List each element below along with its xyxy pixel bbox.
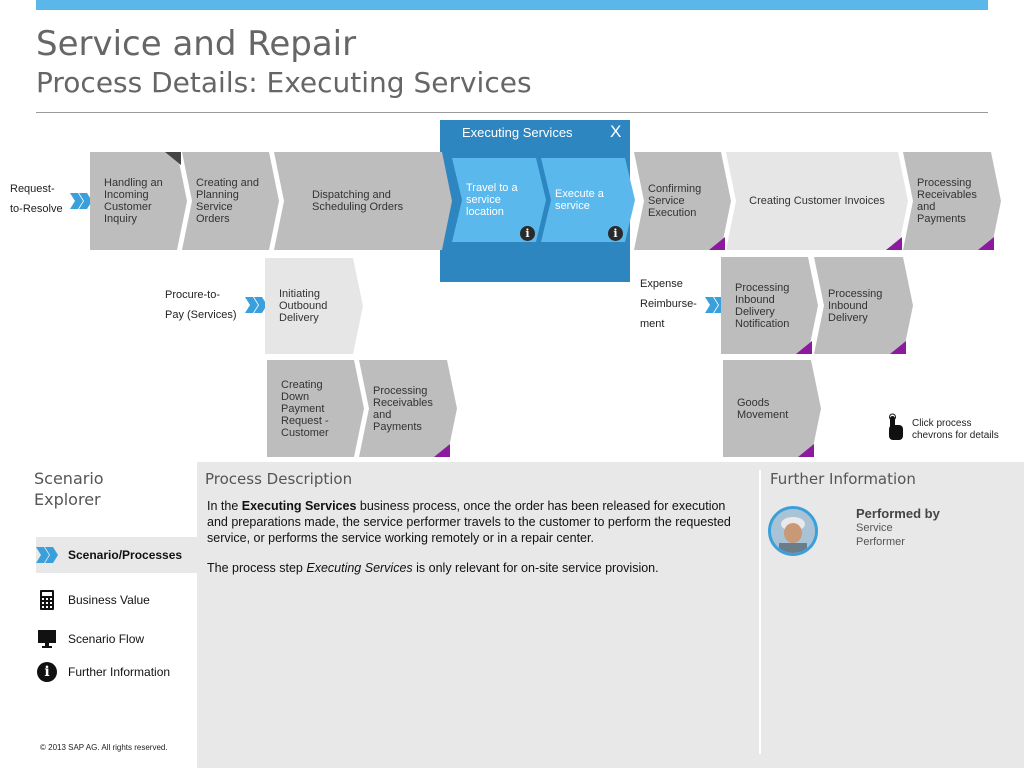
purple-marker	[709, 237, 725, 250]
chevron-label: Initiating Outbound Delivery	[279, 288, 328, 324]
purple-marker	[798, 444, 814, 457]
text-run: business process, once the order has bee…	[207, 499, 731, 545]
chevron-label: Creating Customer Invoices	[749, 195, 885, 207]
title-divider	[36, 112, 988, 113]
chevron-label: Goods Movement	[737, 396, 789, 421]
panel-divider	[759, 470, 761, 754]
corner-marker	[165, 152, 181, 165]
chevron-double-icon	[36, 544, 58, 566]
double-chevron-icon	[245, 297, 267, 313]
chevron-label: Confirming Service Execution	[648, 183, 702, 219]
purple-marker	[434, 444, 450, 457]
process-description-text: In the Executing Services business proce…	[207, 498, 737, 590]
click-hint-text: Click process chevrons for details	[912, 418, 999, 441]
text-run: The process step	[207, 561, 307, 575]
purple-marker	[890, 341, 906, 354]
purple-marker	[796, 341, 812, 354]
nav-label: Scenario Flow	[68, 632, 145, 646]
page-title: Service and Repair	[36, 24, 357, 64]
chevron-label: Processing Receivables and Payments	[917, 177, 977, 225]
expense-reimbursement-label: Expense Reimburse- ment	[640, 278, 697, 330]
monitor-icon	[36, 628, 58, 650]
service-performer-avatar	[768, 506, 818, 556]
chevron-creating-down-payment-request[interactable]: Creating Down Payment Request - Customer	[267, 360, 364, 457]
description-paragraph: In the Executing Services business proce…	[207, 498, 737, 546]
chevron-handling-inquiry[interactable]: Handling an Incoming Customer Inquiry	[90, 152, 187, 250]
nav-scenario-processes[interactable]: Scenario/Processes	[36, 537, 198, 573]
copyright-text: © 2013 SAP AG. All rights reserved.	[40, 743, 168, 752]
chevron-processing-inbound-delivery[interactable]: Processing Inbound Delivery	[814, 257, 913, 354]
purple-marker	[978, 237, 994, 250]
calculator-icon	[36, 589, 58, 611]
chevron-processing-receivables[interactable]: Processing Receivables and Payments	[903, 152, 1001, 250]
performed-by-value: Service Performer	[856, 522, 905, 548]
hand-pointer-icon	[889, 413, 903, 440]
chevron-label: Handling an Incoming Customer Inquiry	[104, 177, 163, 225]
procure-to-pay-label: Procure-to- Pay (Services)	[165, 289, 237, 321]
chevron-label: Processing Inbound Delivery	[828, 287, 883, 324]
description-paragraph: The process step Executing Services is o…	[207, 560, 737, 576]
info-icon: i	[36, 661, 58, 683]
request-to-resolve-label: Request- to-Resolve	[10, 183, 63, 215]
chevron-label: Travel to a service location	[466, 182, 518, 218]
chevron-label: Processing Receivables and Payments	[373, 384, 433, 433]
nav-scenario-flow[interactable]: Scenario Flow	[36, 621, 198, 657]
performed-by-label: Performed by	[856, 506, 940, 521]
nav-label: Business Value	[68, 593, 150, 607]
purple-marker	[886, 237, 902, 250]
info-icon[interactable]: i	[608, 226, 623, 241]
chevron-dispatching-scheduling[interactable]: Dispatching and Scheduling Orders	[274, 152, 452, 250]
chevron-inbound-delivery-notification[interactable]: Processing Inbound Delivery Notification	[721, 257, 818, 354]
chevron-initiating-outbound-delivery[interactable]: Initiating Outbound Delivery	[265, 258, 363, 354]
nav-further-information[interactable]: i Further Information	[36, 654, 198, 690]
chevron-label: Processing Inbound Delivery Notification	[735, 281, 790, 330]
scenario-explorer-title: Scenario Explorer	[34, 469, 104, 509]
nav-business-value[interactable]: Business Value	[36, 582, 198, 618]
chevron-label: Creating Down Payment Request - Customer	[281, 378, 329, 439]
text-run: is only relevant for on-site service pro…	[412, 561, 659, 575]
text-run-italic: Executing Services	[306, 561, 413, 575]
chevron-label: Execute a service	[555, 188, 604, 212]
top-accent-bar	[36, 0, 988, 10]
executing-services-title: Executing Services	[462, 125, 573, 140]
chevron-goods-movement[interactable]: Goods Movement	[723, 360, 821, 457]
chevron-confirming-service-execution[interactable]: Confirming Service Execution	[634, 152, 731, 250]
nav-label: Further Information	[68, 665, 171, 679]
nav-label: Scenario/Processes	[68, 548, 183, 562]
page-subtitle: Process Details: Executing Services	[36, 66, 532, 99]
text-run-bold: Executing Services	[241, 499, 357, 513]
process-description-title: Process Description	[205, 470, 353, 488]
text-run: In the	[207, 499, 242, 513]
close-panel-button[interactable]: X	[610, 122, 622, 141]
further-information-title: Further Information	[770, 470, 916, 488]
description-panel	[197, 462, 1024, 768]
chevron-processing-receivables-payments[interactable]: Processing Receivables and Payments	[359, 360, 457, 457]
chevron-label: Dispatching and Scheduling Orders	[312, 189, 404, 213]
chevron-creating-customer-invoices[interactable]: Creating Customer Invoices	[726, 152, 908, 250]
double-chevron-icon	[70, 193, 92, 209]
info-icon[interactable]: i	[520, 226, 535, 241]
chevron-planning-service-orders[interactable]: Creating and Planning Service Orders	[182, 152, 279, 250]
chevron-label: Creating and Planning Service Orders	[196, 177, 259, 225]
